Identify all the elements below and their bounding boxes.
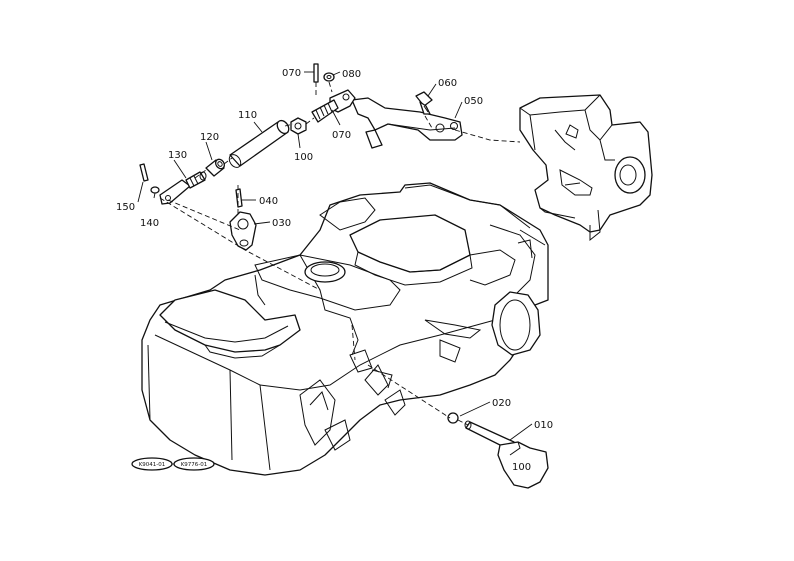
- support-bracket: [519, 94, 653, 242]
- callout-130: 130: [168, 150, 187, 161]
- ref-tag-right: [173, 457, 215, 471]
- part-050-arm: [351, 97, 463, 149]
- reference-tags: K9041-01 K9776-01: [131, 457, 215, 471]
- part-070-rod-end: [311, 89, 356, 123]
- ref-tag-right-text: K9776-01: [181, 462, 208, 468]
- ref-tag-left-text: K9041-01: [139, 462, 166, 468]
- callout-labels: 070 080 060 050 070 100 110 120 130 140 …: [116, 68, 553, 473]
- callout-050: 050: [464, 96, 483, 107]
- callout-010: 010: [534, 420, 553, 431]
- callout-080: 080: [342, 69, 361, 80]
- part-130-rod-end: [159, 171, 207, 205]
- part-030-lever: [229, 211, 257, 251]
- part-090-pin: [313, 63, 319, 83]
- part-140-clip: [150, 186, 160, 194]
- lever-marking: 100: [512, 462, 531, 473]
- part-020-o-ring: [447, 412, 459, 424]
- part-080-washer: [323, 72, 335, 82]
- housing: [141, 182, 549, 476]
- callout-060: 060: [438, 78, 457, 89]
- callout-140: 140: [140, 218, 159, 229]
- callout-020: 020: [492, 398, 511, 409]
- ref-tag-left: [131, 457, 173, 471]
- callout-150: 150: [116, 202, 135, 213]
- callout-110: 110: [238, 110, 257, 121]
- part-110-tube: [228, 119, 290, 168]
- callout-120: 120: [200, 132, 219, 143]
- callout-100: 100: [294, 152, 313, 163]
- part-040-pin: [235, 188, 243, 208]
- part-120-sleeve: [205, 158, 226, 177]
- leader-lines: [137, 71, 533, 465]
- callout-040: 040: [259, 196, 278, 207]
- callout-030: 030: [272, 218, 291, 229]
- assembly-lines: [159, 81, 521, 426]
- part-150-pin: [139, 163, 149, 182]
- part-100-nut: [290, 117, 307, 135]
- callout-090: 070: [282, 68, 301, 79]
- callout-070: 070: [332, 130, 351, 141]
- part-060-bolt: [415, 91, 433, 115]
- part-010-shaft-lever: [464, 420, 549, 489]
